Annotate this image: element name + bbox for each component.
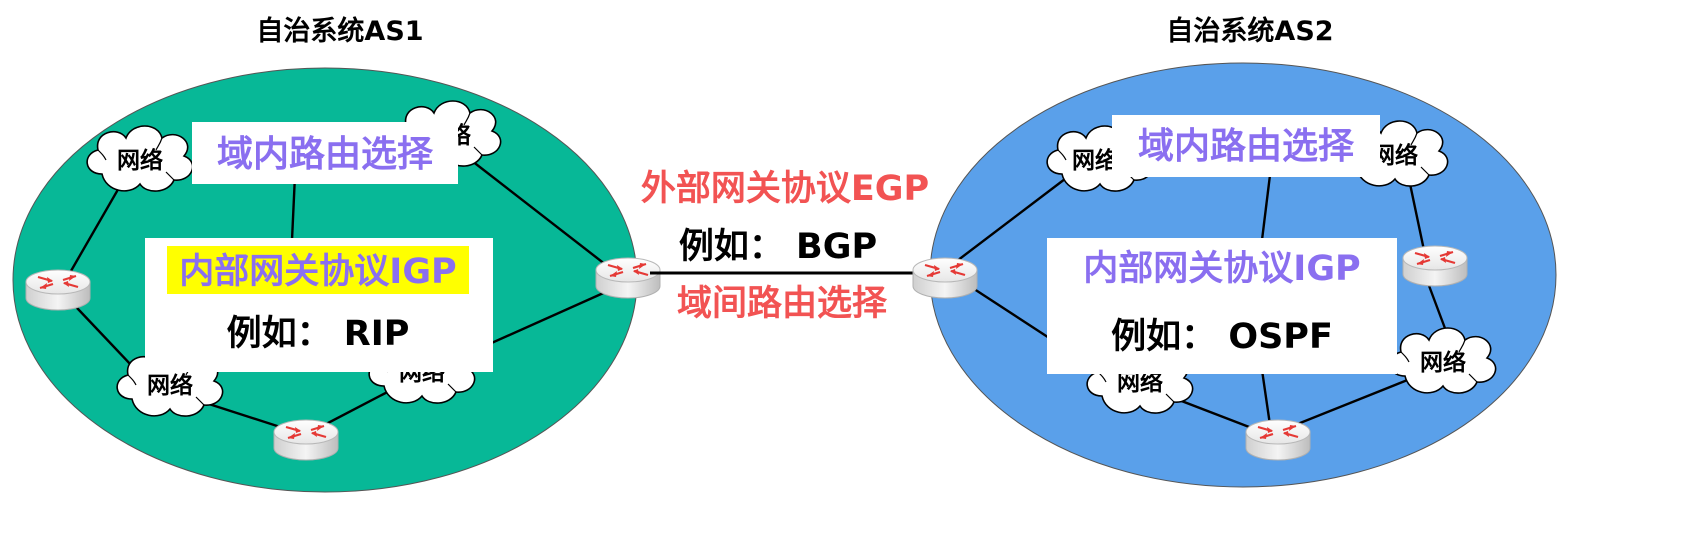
as1-igp-label: 内部网关协议IGP [179,252,456,292]
as2-group: 网络 网络 网络 网络 域内路由选择 内部网关协议IGP 例如： OSPF 自治… [911,15,1557,488]
as1-router-bottom [272,418,340,462]
inter-domain-label: 域间路由选择 [677,284,888,324]
router-icon [272,418,340,462]
as1-example-label: 例如： RIP [227,314,410,354]
router-icon [1244,418,1312,462]
as2-title: 自治系统AS2 [1166,15,1333,47]
as1-title: 自治系统AS1 [256,15,423,47]
as1-border-router [594,256,662,300]
inter-as-link: 外部网关协议EGP 例如： BGP 域间路由选择 [641,169,929,324]
as2-router-bottom [1244,418,1312,462]
network-label: 网络 [147,372,193,399]
as2-border-router [911,256,979,300]
bgp-example-label: 例如： BGP [679,227,877,267]
network-label: 网络 [1072,147,1118,174]
as1-group: 网络 网络 网络 网络 域内路由选择 内部网关协议IGP 例如： RIP 自治 [12,15,662,493]
as1-router-left [24,268,92,312]
as2-intra-box [1112,115,1380,177]
as2-example-label: 例如： OSPF [1111,317,1333,357]
as1-network-cloud-3: 网络 [116,350,224,417]
egp-label: 外部网关协议EGP [641,169,929,209]
router-icon [24,268,92,312]
as1-intra-label: 域内路由选择 [217,134,434,175]
as2-router-right [1401,244,1469,288]
network-label: 网络 [1420,349,1466,376]
network-label: 网络 [117,147,163,174]
as1-network-cloud-1: 网络 [86,125,194,192]
router-icon [594,256,662,300]
router-icon [911,256,979,300]
as1-igp-highlight [167,246,469,294]
as1-intra-box [192,122,458,184]
as2-network-cloud-1: 网络 [1046,125,1154,192]
as2-network-cloud-4: 网络 [1389,327,1497,394]
router-icon [1401,244,1469,288]
as2-igp-label: 内部网关协议IGP [1083,249,1360,289]
as2-igp-box [1047,238,1397,374]
as2-intra-label: 域内路由选择 [1138,126,1355,167]
